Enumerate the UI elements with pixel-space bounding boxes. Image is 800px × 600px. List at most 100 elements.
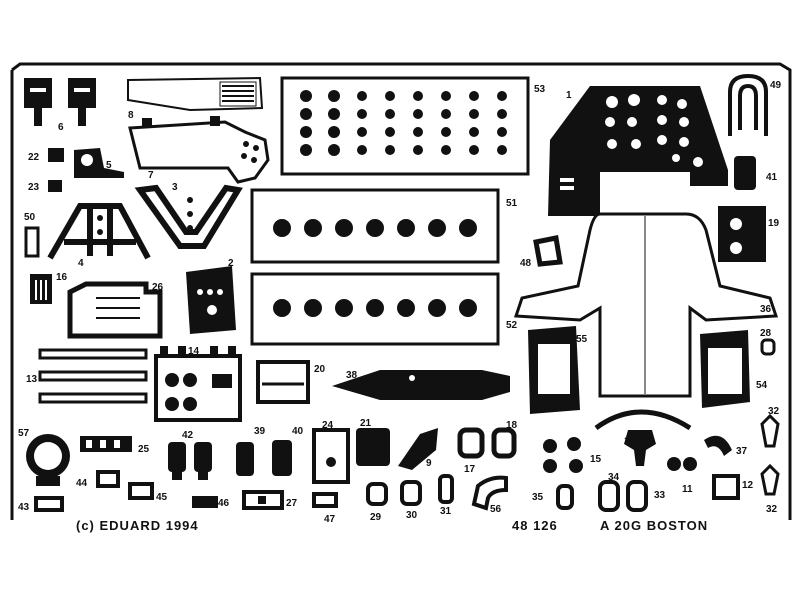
part-30 (400, 480, 422, 506)
part-label-15: 15 (590, 454, 602, 465)
etched-hole (300, 108, 312, 120)
part-51-hole-strip (250, 188, 500, 264)
part-20-frame (256, 360, 310, 404)
part-label-32-b: 32 (766, 504, 778, 515)
part-label-1: 1 (566, 90, 572, 101)
part-34 (598, 480, 620, 512)
part-4-rivets (97, 215, 103, 235)
part-label-28: 28 (760, 328, 772, 339)
part-12 (712, 474, 740, 500)
model-name-text: A 20G BOSTON (600, 518, 708, 533)
part-26-tray (67, 281, 163, 339)
etched-hole (413, 91, 423, 101)
etched-hole (469, 109, 479, 119)
etched-hole (304, 299, 322, 317)
part-31 (438, 474, 454, 504)
etched-hole (441, 91, 451, 101)
etched-hole (328, 144, 340, 156)
part-57-wheel (26, 434, 70, 486)
part-label-42: 42 (182, 430, 194, 441)
part-25-switch-strip (80, 436, 132, 452)
part-label-32-a: 32 (768, 406, 780, 417)
part-38-fuselage-strip (332, 370, 510, 400)
part-label-4: 4 (78, 258, 84, 269)
part-label-37: 37 (736, 446, 748, 457)
etched-hole (385, 109, 395, 119)
part-label-2: 2 (228, 258, 234, 269)
etched-hole (441, 145, 451, 155)
etched-hole (413, 109, 423, 119)
etched-hole (273, 299, 291, 317)
etched-hole (469, 145, 479, 155)
part-7-bulkhead (128, 116, 270, 184)
etched-hole (300, 144, 312, 156)
part-1-main-instrument-panel (548, 86, 728, 216)
part-label-6: 6 (58, 122, 64, 133)
part-56 (471, 475, 508, 511)
part-label-39: 39 (254, 426, 266, 437)
part-label-45: 45 (156, 492, 168, 503)
etched-hole (385, 91, 395, 101)
etched-hole (304, 219, 322, 237)
etched-hole (385, 145, 395, 155)
part-label-7: 7 (148, 170, 154, 181)
part-3-seat-back (134, 184, 243, 249)
part-label-41: 41 (766, 172, 778, 183)
part-9 (398, 428, 438, 470)
part-label-5: 5 (106, 160, 112, 171)
part-21 (356, 428, 390, 466)
part-8-panel-strip (127, 76, 264, 112)
etched-hole (357, 127, 367, 137)
etched-hole (497, 145, 507, 155)
part-label-36: 36 (760, 304, 772, 315)
part-label-53: 53 (534, 84, 546, 95)
part-label-25: 25 (138, 444, 150, 455)
part-label-3: 3 (172, 182, 178, 193)
etched-hole (328, 126, 340, 138)
scale-text: 48 126 (512, 518, 558, 533)
part-32-a (760, 413, 780, 448)
part-43 (34, 496, 64, 512)
part-39 (236, 442, 254, 476)
etched-hole (273, 219, 291, 237)
part-32-b (760, 463, 780, 496)
part-10-control-yoke (594, 409, 692, 466)
part-23 (48, 180, 62, 192)
etched-hole (413, 127, 423, 137)
part-label-54: 54 (756, 380, 768, 391)
part-label-48: 48 (520, 258, 532, 269)
etched-hole (497, 109, 507, 119)
part-label-26: 26 (152, 282, 164, 293)
part-label-55: 55 (576, 334, 588, 345)
etched-hole (300, 126, 312, 138)
part-33 (626, 480, 648, 512)
part-label-40: 40 (292, 426, 304, 437)
etched-hole (366, 219, 384, 237)
part-label-47: 47 (324, 514, 336, 525)
part-label-10: 10 (624, 436, 636, 447)
part-label-23: 23 (28, 182, 40, 193)
part-17 (457, 427, 485, 459)
part-19-gauge-block (718, 206, 766, 262)
etched-hole (441, 109, 451, 119)
part-53-dot-panel (280, 76, 530, 176)
part-label-31: 31 (440, 506, 452, 517)
etched-hole (459, 219, 477, 237)
part-40 (272, 440, 292, 476)
part-label-52: 52 (506, 320, 518, 331)
part-18 (491, 427, 517, 459)
etched-hole (459, 299, 477, 317)
part-6-instrument-boxes (24, 78, 96, 126)
part-label-34: 34 (608, 472, 620, 483)
part-label-24: 24 (322, 420, 334, 431)
etched-hole (300, 90, 312, 102)
part-label-43: 43 (18, 502, 30, 513)
part-36-cockpit-floor (513, 212, 779, 398)
part-label-50: 50 (24, 212, 36, 223)
part-label-30: 30 (406, 510, 418, 521)
part-29 (366, 482, 388, 506)
part-label-56: 56 (490, 504, 502, 515)
part-label-46: 46 (218, 498, 230, 509)
part-label-38: 38 (346, 370, 358, 381)
